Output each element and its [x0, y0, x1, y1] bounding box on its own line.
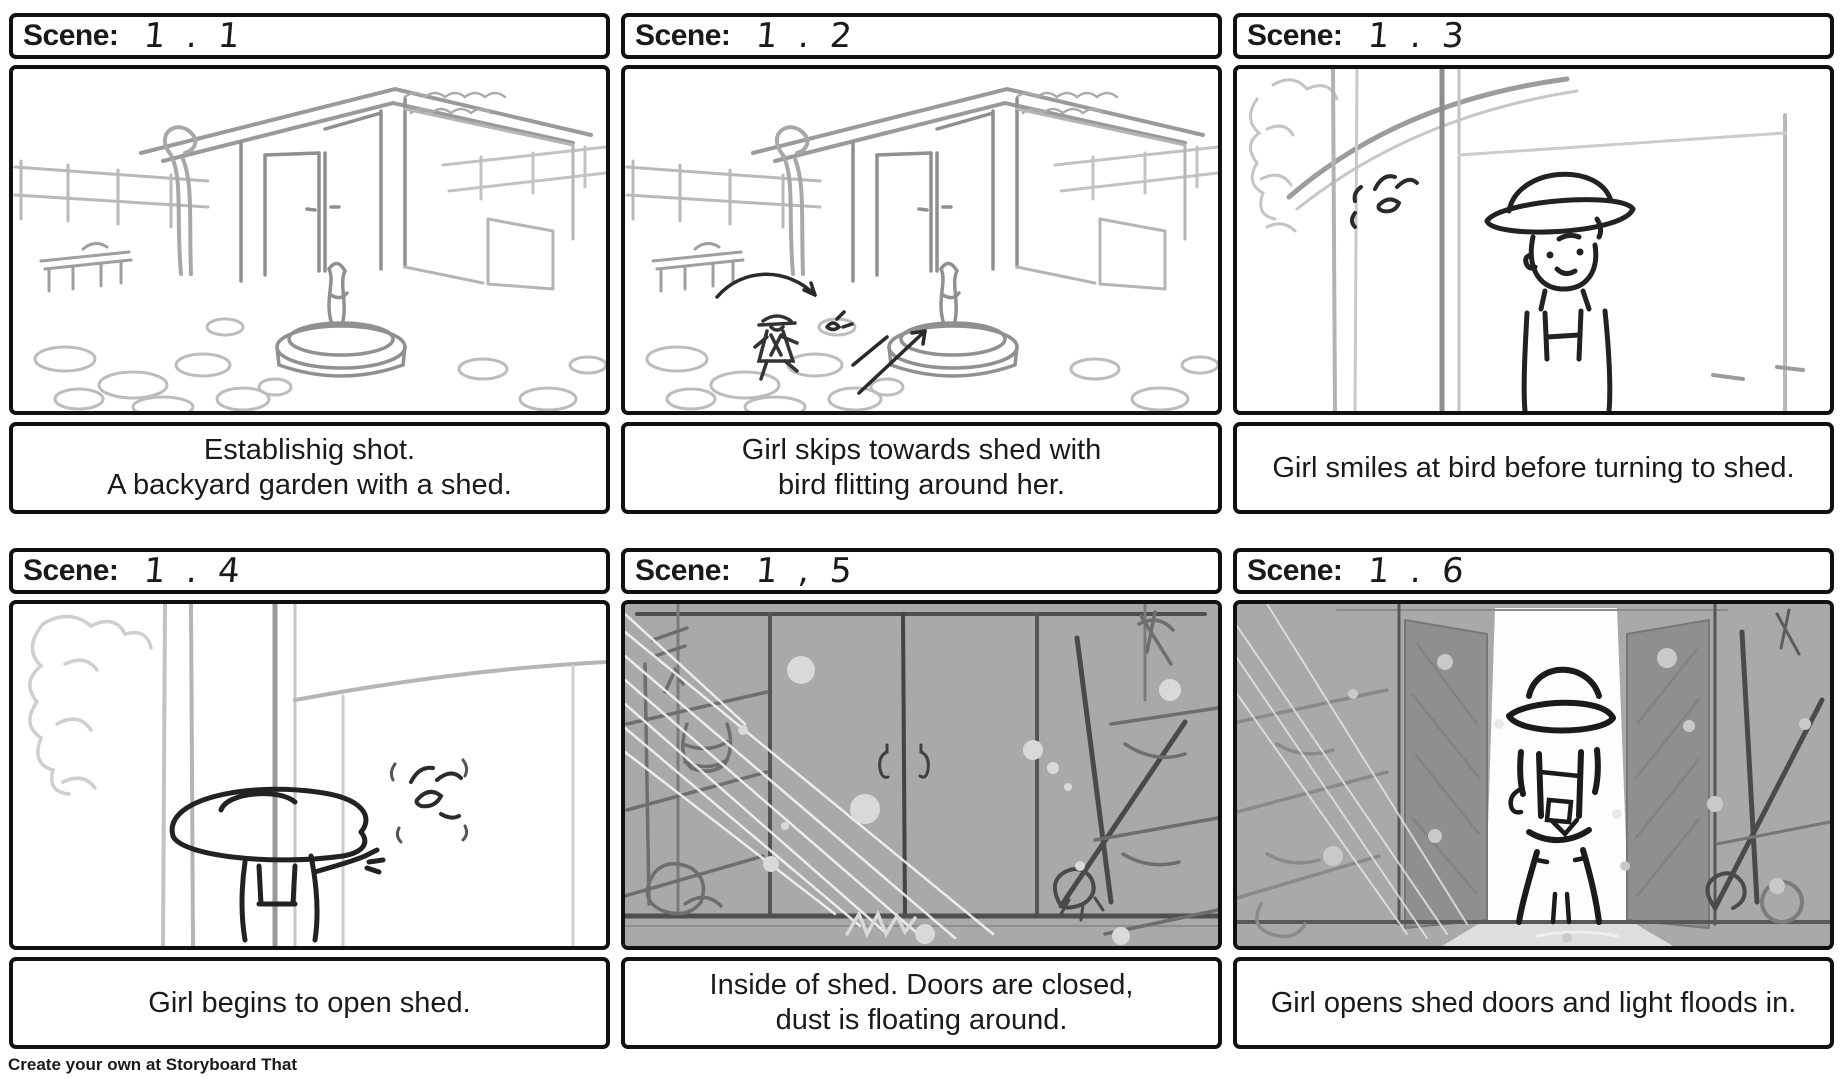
sketch-girl-opening-shed — [28, 604, 606, 946]
scene-header: Scene: 1 . 4 — [9, 548, 610, 594]
scene-label: Scene: — [23, 554, 119, 587]
storyboard-grid: Scene: 1 . 1 Establishig shot. A backyar… — [9, 13, 1834, 1049]
scene-drawing — [9, 600, 610, 950]
caption-line: Girl opens shed doors and light floods i… — [1270, 986, 1797, 1019]
storyboard-panel-1-2: Scene: 1 . 2 — [621, 13, 1222, 514]
sketch-garden-shed — [13, 87, 606, 411]
scene-label: Scene: — [635, 19, 731, 52]
scene-caption: Girl begins to open shed. — [9, 957, 610, 1049]
caption-line: Inside of shed. Doors are closed, — [709, 969, 1134, 1001]
sketch-shed-doors-open-light — [1237, 604, 1830, 946]
scene-caption: Girl skips towards shed with bird flitti… — [621, 422, 1222, 514]
scene-label: Scene: — [23, 19, 119, 52]
scene-label: Scene: — [635, 554, 731, 587]
scene-drawing — [1233, 600, 1834, 950]
scene-caption: Inside of shed. Doors are closed, dust i… — [621, 957, 1222, 1049]
scene-label: Scene: — [1247, 19, 1343, 52]
storyboard-panel-1-4: Scene: 1 . 4 — [9, 548, 610, 1049]
scene-label: Scene: — [1247, 554, 1343, 587]
caption-line: bird flitting around her. — [778, 469, 1065, 501]
scene-header: Scene: 1 . 3 — [1233, 13, 1834, 59]
caption-line: Girl skips towards shed with — [741, 434, 1102, 466]
sketch-girl-skipping-to-shed — [625, 87, 1218, 411]
scene-header: Scene: 1 . 1 — [9, 13, 610, 59]
scene-number: 1 . 6 — [1366, 551, 1471, 591]
sketch-girl-smiles-at-bird — [1249, 69, 1805, 411]
scene-caption: Girl opens shed doors and light floods i… — [1233, 957, 1834, 1049]
branding-footer: Create your own at Storyboard That — [8, 1055, 298, 1074]
caption-line: Establishig shot. — [203, 434, 416, 466]
storyboard-panel-1-6: Scene: 1 . 6 — [1233, 548, 1834, 1049]
scene-number: 1 . 2 — [754, 16, 859, 56]
caption-line: A backyard garden with a shed. — [107, 469, 512, 501]
caption-line: dust is floating around. — [775, 1004, 1068, 1036]
scene-header: Scene: 1 . 6 — [1233, 548, 1834, 594]
scene-number: 1 , 5 — [754, 551, 859, 591]
storyboard-panel-1-1: Scene: 1 . 1 Establishig shot. A backyar… — [9, 13, 610, 514]
sketch-shed-interior-closed — [625, 604, 1218, 946]
scene-header: Scene: 1 , 5 — [621, 548, 1222, 594]
scene-caption: Establishig shot. A backyard garden with… — [9, 422, 610, 514]
scene-drawing — [1233, 65, 1834, 415]
caption-line: Girl begins to open shed. — [148, 986, 471, 1019]
scene-drawing — [9, 65, 610, 415]
scene-drawing — [621, 600, 1222, 950]
storyboard-panel-1-5: Scene: 1 , 5 — [621, 548, 1222, 1049]
caption-line: Girl smiles at bird before turning to sh… — [1272, 451, 1795, 484]
scene-number: 1 . 4 — [142, 551, 247, 591]
scene-number: 1 . 3 — [1366, 16, 1471, 56]
storyboard-panel-1-3: Scene: 1 . 3 — [1233, 13, 1834, 514]
scene-drawing — [621, 65, 1222, 415]
scene-caption: Girl smiles at bird before turning to sh… — [1233, 422, 1834, 514]
scene-header: Scene: 1 . 2 — [621, 13, 1222, 59]
scene-number: 1 . 1 — [142, 16, 247, 56]
